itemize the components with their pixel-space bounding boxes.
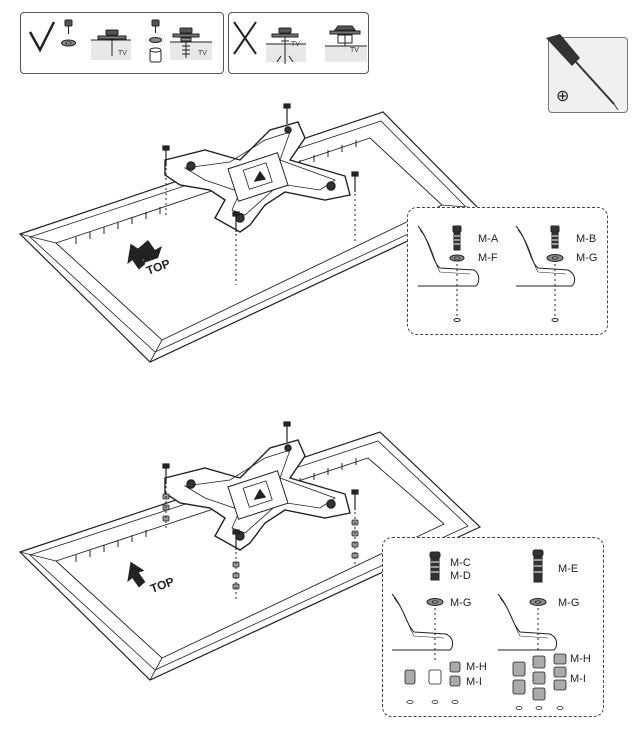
spacers-m-h-m-i-left bbox=[404, 661, 461, 687]
tv-label-4: TV bbox=[350, 47, 359, 54]
label-m-g-2: M-G bbox=[450, 597, 472, 609]
screw-washer-spacer-icon bbox=[149, 19, 162, 63]
cross-icon bbox=[233, 21, 257, 55]
check-icon bbox=[28, 21, 56, 53]
alignment-lines-2 bbox=[165, 486, 356, 602]
spacers-m-h-m-i-right bbox=[512, 653, 567, 701]
label-m-b: M-B bbox=[576, 233, 597, 245]
vent-slots-2 bbox=[75, 458, 357, 562]
label-m-c: M-C bbox=[450, 557, 471, 569]
tv-label-1: TV bbox=[118, 50, 127, 57]
tv-label-3: TV bbox=[291, 41, 300, 48]
screw-spacer-into-tv-icon bbox=[170, 27, 212, 60]
screw-too-short-icon bbox=[325, 25, 367, 62]
label-m-h-2: M-H bbox=[570, 653, 591, 665]
phillips-symbol: ⊕ bbox=[556, 86, 570, 105]
label-m-f: M-F bbox=[478, 252, 498, 264]
label-m-h-1: M-H bbox=[466, 661, 487, 673]
screw-m-a bbox=[449, 225, 465, 262]
screw-into-tv-icon bbox=[91, 29, 131, 60]
alignment-lines-1 bbox=[165, 168, 356, 285]
screw-m-b bbox=[546, 225, 564, 262]
label-m-g-3: M-G bbox=[558, 597, 580, 609]
wall-bracket-2 bbox=[164, 439, 351, 551]
screw-too-long-icon bbox=[266, 27, 306, 64]
screw-m-e bbox=[529, 549, 547, 606]
label-m-e: M-E bbox=[558, 563, 579, 575]
wall-bracket-1 bbox=[164, 121, 351, 233]
tv-label-2: TV bbox=[198, 50, 207, 57]
top-arrow-icon-1 bbox=[128, 240, 162, 265]
screw-m-c bbox=[426, 551, 444, 606]
screw-washer-icon bbox=[61, 19, 76, 47]
label-m-g-1: M-G bbox=[576, 252, 598, 264]
label-m-i-2: M-I bbox=[570, 673, 586, 685]
step1-detail-inset bbox=[407, 207, 608, 335]
label-m-i-1: M-I bbox=[466, 676, 482, 688]
top-arrow-icon-2 bbox=[127, 561, 146, 588]
label-m-a: M-A bbox=[478, 233, 499, 245]
step2-detail-inset bbox=[382, 537, 604, 717]
screws-2 bbox=[162, 421, 359, 550]
label-m-d: M-D bbox=[450, 570, 471, 582]
screwdriver-icon bbox=[546, 34, 619, 111]
screws-1 bbox=[162, 103, 359, 232]
